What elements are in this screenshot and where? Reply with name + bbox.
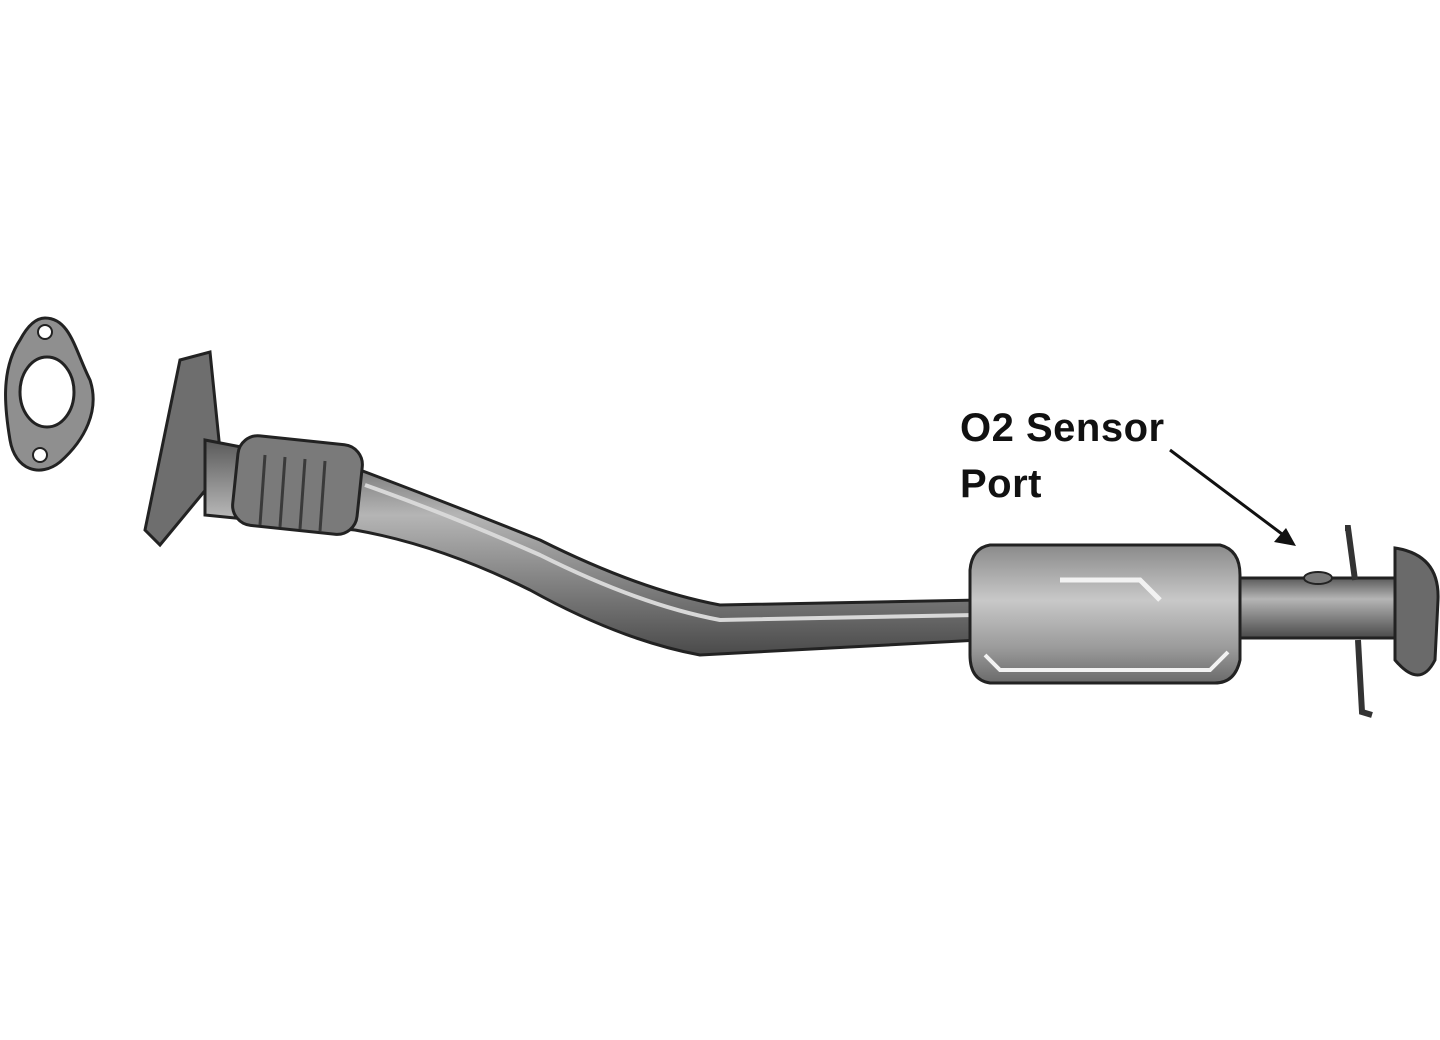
gasket — [4, 316, 95, 472]
annotation-arrow — [1169, 448, 1296, 546]
annotation-label-o2-sensor: O2 Sensor — [960, 406, 1165, 450]
annotation-label-port: Port — [960, 462, 1042, 506]
inlet-flange — [143, 350, 224, 548]
outlet-pipe — [1238, 525, 1440, 718]
flex-pipe — [231, 434, 364, 536]
outlet-flange — [1393, 546, 1440, 677]
o2-sensor-port — [1303, 571, 1333, 585]
catalytic-converter — [968, 543, 1242, 685]
